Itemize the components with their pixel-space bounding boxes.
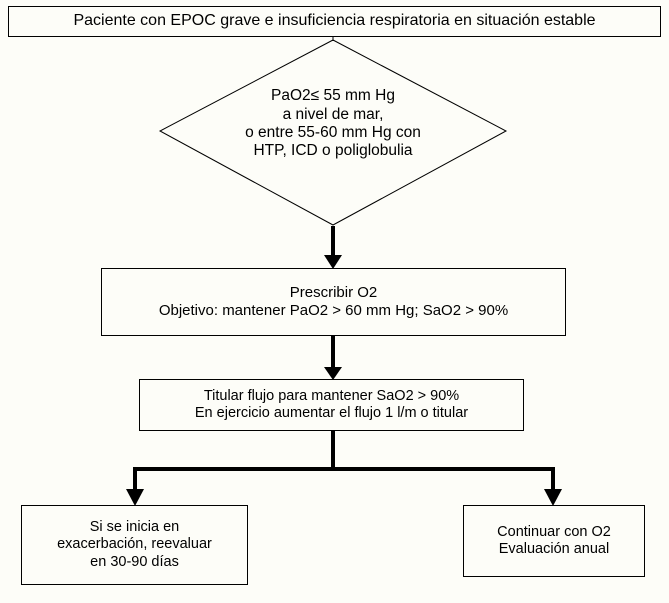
arrowhead-branch-left: [126, 489, 144, 506]
node-decision-line-1: PaO2≤ 55 mm Hg: [271, 87, 395, 105]
node-prescribe-line-2: Objetivo: mantener PaO2 > 60 mm Hg; SaO2…: [158, 302, 509, 319]
node-header-patient: Paciente con EPOC grave e insuficiencia …: [8, 6, 661, 37]
node-exacerbation-line-2: exacerbación, reevaluar: [57, 536, 212, 553]
node-exacerbation-line-1: Si se inicia en: [89, 519, 180, 536]
node-exacerbation-line-3: en 30-90 días: [90, 553, 179, 570]
node-continue-line-2: Evaluación anual: [498, 541, 610, 557]
node-titrate-line-2: En ejercicio aumentar el flujo 1 l/m o t…: [194, 405, 469, 421]
arrowhead-decision-to-prescribe: [324, 255, 342, 269]
node-prescribe-oxygen: Prescribir O2 Objetivo: mantener PaO2 > …: [101, 268, 566, 336]
node-continue-oxygen: Continuar con O2 Evaluación anual: [463, 505, 645, 577]
node-decision-criteria: PaO2≤ 55 mm Hg a nivel de mar, o entre 5…: [160, 40, 506, 226]
node-titrate-flow: Titular flujo para mantener SaO2 > 90% E…: [139, 379, 524, 431]
node-header-line-1: Paciente con EPOC grave e insuficiencia …: [73, 12, 596, 30]
arrowhead-branch-right: [544, 489, 562, 506]
node-decision-line-2: a nivel de mar,: [282, 105, 384, 123]
node-continue-line-1: Continuar con O2: [497, 523, 611, 540]
node-decision-line-3: o entre 55-60 mm Hg con: [245, 124, 421, 141]
node-exacerbation-reevaluate: Si se inicia en exacerbación, reevaluar …: [21, 505, 248, 585]
node-decision-line-4: HTP, ICD o poliglobulia: [253, 142, 413, 160]
node-prescribe-line-1: Prescribir O2: [289, 284, 378, 302]
node-titrate-line-1: Titular flujo para mantener SaO2 > 90%: [203, 387, 460, 404]
